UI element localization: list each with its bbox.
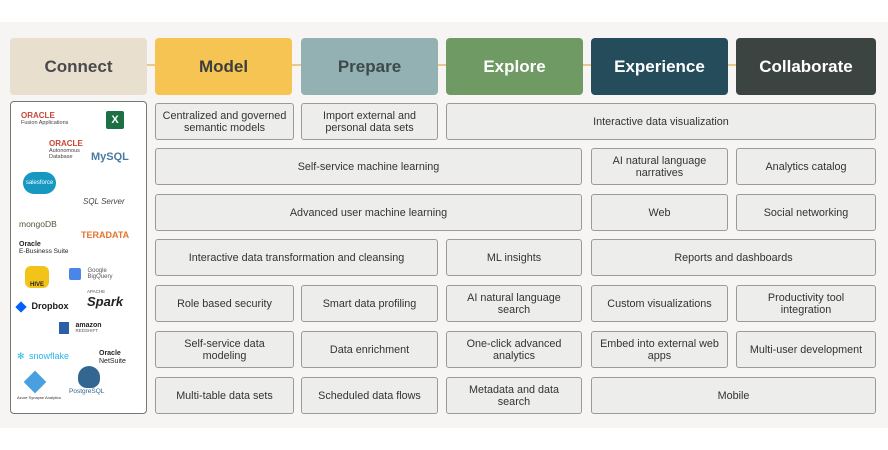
- cap-custom-visualizations: Custom visualizations: [591, 285, 728, 322]
- cap-scheduled-data-flows: Scheduled data flows: [301, 377, 438, 414]
- bigquery-logo: Google BigQuery: [69, 266, 112, 282]
- excel-logo: X: [106, 111, 124, 129]
- data-sources-panel: ORACLE Fusion Applications X ORACLE Auto…: [10, 101, 147, 414]
- cap-metadata-search: Metadata and data search: [446, 377, 582, 414]
- cap-reports-dashboards: Reports and dashboards: [591, 239, 876, 276]
- cap-advanced-ml: Advanced user machine learning: [155, 194, 582, 231]
- oracle-fusion-logo: ORACLE Fusion Applications: [21, 111, 69, 126]
- hive-logo: HIVE: [25, 266, 49, 288]
- synapse-icon: [23, 370, 47, 394]
- cap-import-external-data: Import external and personal data sets: [301, 103, 438, 140]
- snowflake-logo: ✻ snowflake: [17, 351, 70, 361]
- cap-mobile: Mobile: [591, 377, 876, 414]
- mysql-logo: MySQL: [91, 151, 129, 163]
- header-explore: Explore: [446, 38, 583, 95]
- cap-ai-search: AI natural language search: [446, 285, 582, 322]
- sql-server-logo: SQL Server: [83, 197, 125, 206]
- oracle-netsuite-logo: Oracle NetSuite: [99, 350, 126, 365]
- dropbox-logo: Dropbox: [15, 299, 68, 315]
- amazon-redshift-logo: amazon REDSHIFT: [59, 320, 102, 336]
- teradata-logo: TERADATA: [81, 230, 130, 240]
- spark-logo: APACHE Spark: [87, 289, 124, 309]
- cap-productivity-tool-integration: Productivity tool integration: [736, 285, 876, 322]
- cap-role-based-security: Role based security: [155, 285, 294, 322]
- cap-ml-insights: ML insights: [446, 239, 582, 276]
- header-collaborate: Collaborate: [736, 38, 876, 95]
- oracle-ebs-logo: Oracle E-Business Suite: [19, 241, 69, 255]
- cap-interactive-data-visualization: Interactive data visualization: [446, 103, 876, 140]
- header-connect: Connect: [10, 38, 147, 95]
- oracle-autonomous-db-logo: ORACLE Autonomous Database: [49, 139, 83, 160]
- cap-ai-narratives: AI natural language narratives: [591, 148, 728, 185]
- redshift-icon: [59, 321, 69, 334]
- cap-one-click-analytics: One-click advanced analytics: [446, 331, 582, 368]
- bigquery-icon: [69, 267, 81, 280]
- snowflake-icon: ✻: [17, 351, 25, 361]
- header-model: Model: [155, 38, 292, 95]
- cap-social-networking: Social networking: [736, 194, 876, 231]
- cap-centralized-semantic-models: Centralized and governed semantic models: [155, 103, 294, 140]
- header-prepare: Prepare: [301, 38, 438, 95]
- dropbox-icon: [15, 301, 27, 313]
- cap-self-service-ml: Self-service machine learning: [155, 148, 582, 185]
- header-experience: Experience: [591, 38, 728, 95]
- azure-synapse-logo: Azure Synapse Analytics: [17, 370, 61, 400]
- salesforce-logo: salesforce: [23, 172, 56, 194]
- cap-smart-data-profiling: Smart data profiling: [301, 285, 438, 322]
- cap-data-transformation: Interactive data transformation and clea…: [155, 239, 438, 276]
- cap-data-enrichment: Data enrichment: [301, 331, 438, 368]
- cap-analytics-catalog: Analytics catalog: [736, 148, 876, 185]
- cap-multi-table-data-sets: Multi-table data sets: [155, 377, 294, 414]
- postgresql-elephant-icon: [78, 366, 100, 388]
- postgresql-logo: PostgreSQL: [69, 366, 104, 396]
- cap-embed-web-apps: Embed into external web apps: [591, 331, 728, 368]
- cap-self-service-data-modeling: Self-service data modeling: [155, 331, 294, 368]
- cap-web: Web: [591, 194, 728, 231]
- mongodb-logo: mongoDB: [19, 219, 57, 229]
- cap-multi-user-development: Multi-user development: [736, 331, 876, 368]
